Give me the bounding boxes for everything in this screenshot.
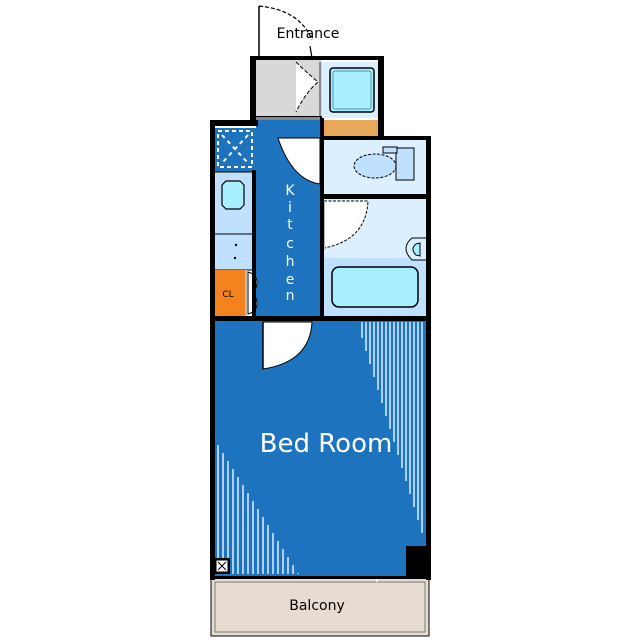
entrance-label: Entrance	[277, 26, 340, 42]
toilet-door-swing	[277, 137, 321, 185]
bathroom-door-swing	[323, 200, 369, 249]
svg-text:i: i	[288, 200, 292, 216]
entrance-inner-door	[295, 61, 319, 113]
svg-text:c: c	[286, 236, 294, 252]
toilet-bowl-icon	[353, 153, 397, 179]
walls	[210, 56, 431, 580]
balcony	[210, 577, 430, 637]
range-hood-icon	[217, 130, 253, 168]
toilet-tank-icon	[395, 147, 415, 181]
svg-text:n: n	[286, 288, 295, 304]
balcony-label: Balcony	[289, 598, 345, 614]
stove-counter	[213, 233, 255, 271]
pillar	[406, 546, 428, 576]
window-light-hatch	[217, 445, 299, 574]
bedroom-door-swing	[262, 321, 313, 370]
window-light-hatch	[361, 322, 423, 533]
closet-label: CL	[222, 290, 233, 300]
closet	[214, 270, 246, 316]
sink-icon	[221, 180, 245, 210]
svg-text:t: t	[287, 217, 293, 233]
washing-machine-icon	[329, 67, 375, 113]
svg-text:h: h	[286, 254, 295, 270]
svg-text:e: e	[286, 272, 295, 288]
svg-text:K: K	[285, 183, 295, 199]
bedroom-label: Bed Room	[260, 429, 393, 459]
storage-shelf	[322, 120, 380, 136]
bathtub-icon	[331, 266, 419, 308]
kitchen-label: K i t c h e n	[285, 183, 295, 304]
